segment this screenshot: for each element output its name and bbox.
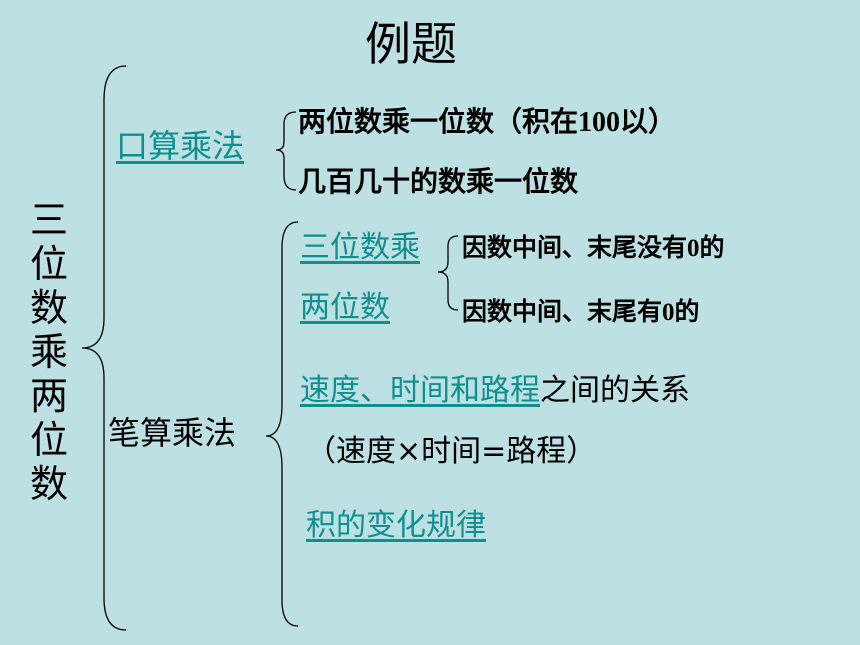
written-brace <box>265 221 299 627</box>
written-multiplication-label: 笔算乘法 <box>108 414 237 452</box>
oral-brace <box>275 111 297 191</box>
root-topic: 三位数乘两位数 <box>29 198 68 506</box>
oral-multiplication-link[interactable]: 口算乘法 <box>116 127 245 165</box>
three-by-two-item-1: 因数中间、末尾没有0的 <box>462 235 725 262</box>
oral-item-1: 两位数乘一位数（积在100以） <box>298 107 677 138</box>
speed-time-distance-link[interactable]: 速度、时间和路程 <box>300 373 540 408</box>
product-change-rule-link[interactable]: 积的变化规律 <box>306 508 486 543</box>
speed-formula: （速度×时间=路程） <box>306 434 597 469</box>
three-by-two-link-line1[interactable]: 三位数乘 <box>300 230 420 265</box>
speed-relation-text: 之间的关系 <box>540 373 690 408</box>
oral-item-2: 几百几十的数乘一位数 <box>298 167 579 198</box>
speed-relation-line: 速度、时间和路程之间的关系 <box>300 365 690 409</box>
three-by-two-item-2: 因数中间、末尾有0的 <box>462 299 700 326</box>
three-by-two-link-line2[interactable]: 两位数 <box>300 290 390 325</box>
three-by-two-brace <box>437 235 459 311</box>
page-title: 例题 <box>365 17 457 71</box>
